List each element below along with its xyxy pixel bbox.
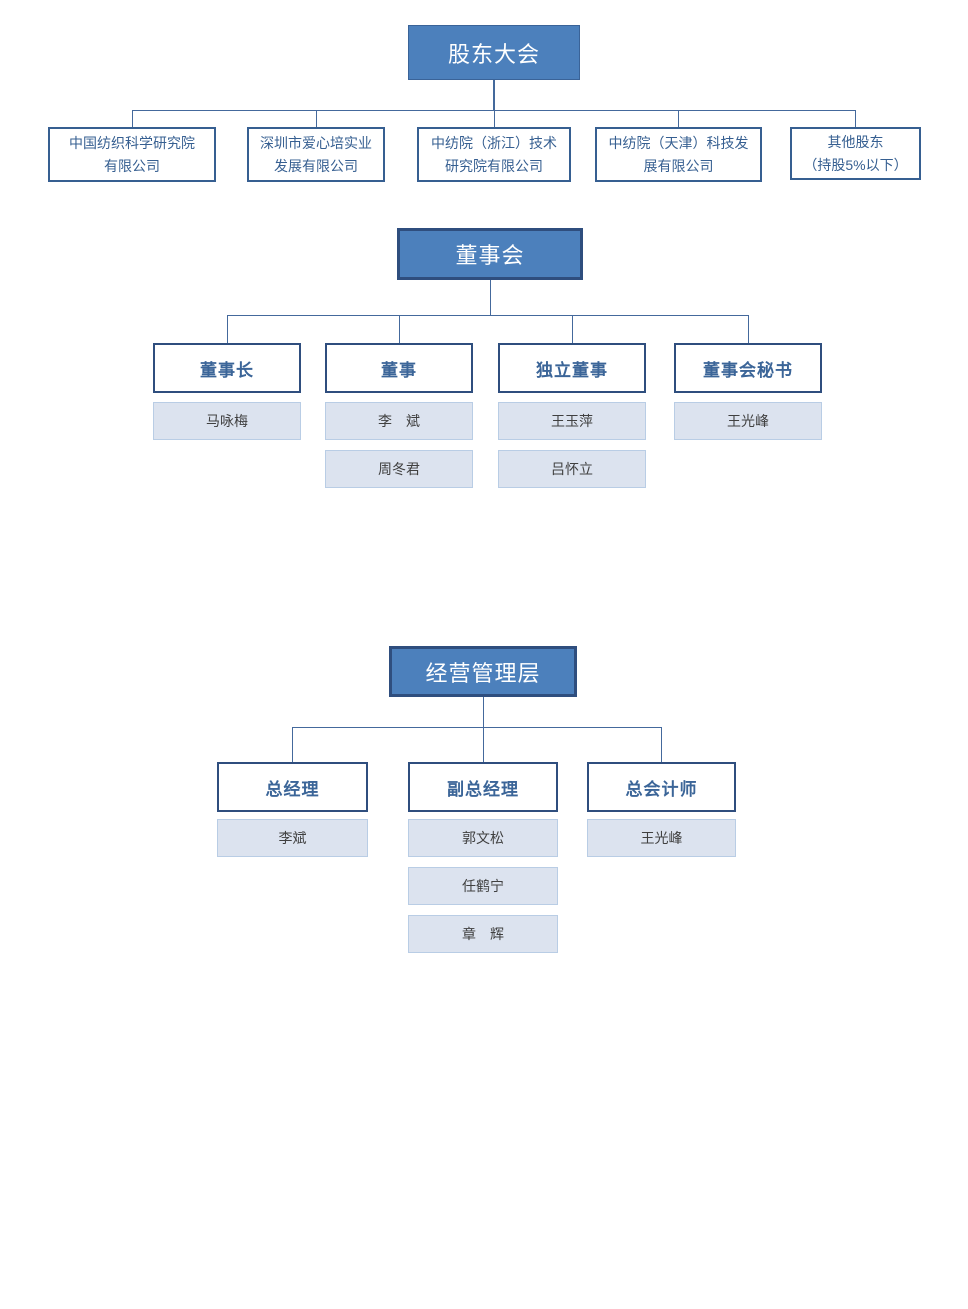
management-box: 经营管理层 bbox=[389, 646, 577, 697]
role-label: 董事 bbox=[381, 360, 417, 380]
member-box: 郭文松 bbox=[408, 819, 558, 857]
member-box: 李 斌 bbox=[325, 402, 473, 440]
member-box: 马咏梅 bbox=[153, 402, 301, 440]
role-box-general-manager: 总经理 bbox=[217, 762, 368, 812]
role-label: 副总经理 bbox=[447, 779, 519, 799]
member-name: 李斌 bbox=[278, 830, 307, 846]
board-box: 董事会 bbox=[397, 228, 583, 280]
member-name: 马咏梅 bbox=[206, 413, 248, 429]
role-label: 总经理 bbox=[265, 779, 320, 799]
member-box: 王光峰 bbox=[674, 402, 822, 440]
member-box: 周冬君 bbox=[325, 450, 473, 488]
role-box-board-secretary: 董事会秘书 bbox=[674, 343, 822, 393]
member-name: 王光峰 bbox=[727, 413, 769, 429]
member-name: 吕怀立 bbox=[551, 461, 593, 477]
role-box-director: 董事 bbox=[325, 343, 473, 393]
member-name: 王光峰 bbox=[640, 830, 683, 846]
member-name: 李 斌 bbox=[378, 413, 420, 429]
connector-line bbox=[292, 727, 293, 762]
role-box-independent-director: 独立董事 bbox=[498, 343, 646, 393]
shareholder-label-line: 发展有限公司 bbox=[274, 157, 358, 174]
connector-line bbox=[494, 110, 495, 127]
member-name: 任鹤宁 bbox=[462, 878, 504, 894]
member-box: 李斌 bbox=[217, 819, 368, 857]
member-name: 王玉萍 bbox=[551, 413, 593, 429]
shareholder-label-line: 研究院有限公司 bbox=[445, 157, 543, 174]
shareholders-meeting-label: 股东大会 bbox=[447, 41, 540, 67]
role-label: 董事会秘书 bbox=[703, 360, 793, 380]
shareholder-label-line: 深圳市爱心培实业 bbox=[260, 134, 372, 151]
connector-line bbox=[661, 727, 662, 762]
shareholder-box: 中纺院（天津）科技发 展有限公司 bbox=[595, 127, 762, 182]
shareholders-meeting-box: 股东大会 bbox=[408, 25, 580, 80]
member-name: 周冬君 bbox=[378, 461, 420, 477]
shareholder-label-line: 展有限公司 bbox=[643, 157, 714, 174]
member-name: 郭文松 bbox=[462, 830, 504, 846]
connector-line bbox=[227, 315, 228, 343]
connector-line bbox=[132, 110, 133, 127]
connector-line bbox=[490, 280, 491, 315]
shareholder-label-line: 中纺院（浙江）技术 bbox=[431, 134, 557, 151]
member-box: 王玉萍 bbox=[498, 402, 646, 440]
board-label: 董事会 bbox=[455, 243, 525, 268]
management-label: 经营管理层 bbox=[425, 660, 541, 686]
role-label: 独立董事 bbox=[536, 360, 608, 380]
member-name: 章 辉 bbox=[462, 926, 504, 942]
connector-line bbox=[227, 315, 749, 316]
role-box-chairman: 董事长 bbox=[153, 343, 301, 393]
member-box: 任鹤宁 bbox=[408, 867, 558, 905]
member-box: 吕怀立 bbox=[498, 450, 646, 488]
role-box-chief-accountant: 总会计师 bbox=[587, 762, 736, 812]
connector-line bbox=[292, 727, 661, 728]
shareholder-box: 深圳市爱心培实业 发展有限公司 bbox=[247, 127, 385, 182]
connector-line bbox=[399, 315, 400, 343]
connector-line bbox=[748, 315, 749, 343]
role-label: 董事长 bbox=[200, 360, 254, 380]
member-box: 王光峰 bbox=[587, 819, 736, 857]
shareholder-box: 其他股东 （持股5%以下） bbox=[790, 127, 921, 180]
connector-line bbox=[855, 110, 856, 127]
shareholder-box: 中纺院（浙江）技术 研究院有限公司 bbox=[417, 127, 571, 182]
shareholder-label-line: （持股5%以下） bbox=[803, 156, 908, 173]
shareholder-label-line: 中国纺织科学研究院 bbox=[69, 134, 195, 151]
role-box-deputy-general-manager: 副总经理 bbox=[408, 762, 558, 812]
shareholder-label-line: 有限公司 bbox=[104, 157, 160, 174]
connector-line bbox=[678, 110, 679, 127]
shareholder-label-line: 中纺院（天津）科技发 bbox=[608, 134, 749, 151]
role-label: 总会计师 bbox=[625, 779, 698, 799]
shareholder-box: 中国纺织科学研究院 有限公司 bbox=[48, 127, 216, 182]
connector-line bbox=[493, 80, 495, 110]
connector-line bbox=[572, 315, 573, 343]
shareholder-label-line: 其他股东 bbox=[827, 133, 884, 150]
connector-line bbox=[316, 110, 317, 127]
member-box: 章 辉 bbox=[408, 915, 558, 953]
connector-line bbox=[483, 697, 484, 762]
